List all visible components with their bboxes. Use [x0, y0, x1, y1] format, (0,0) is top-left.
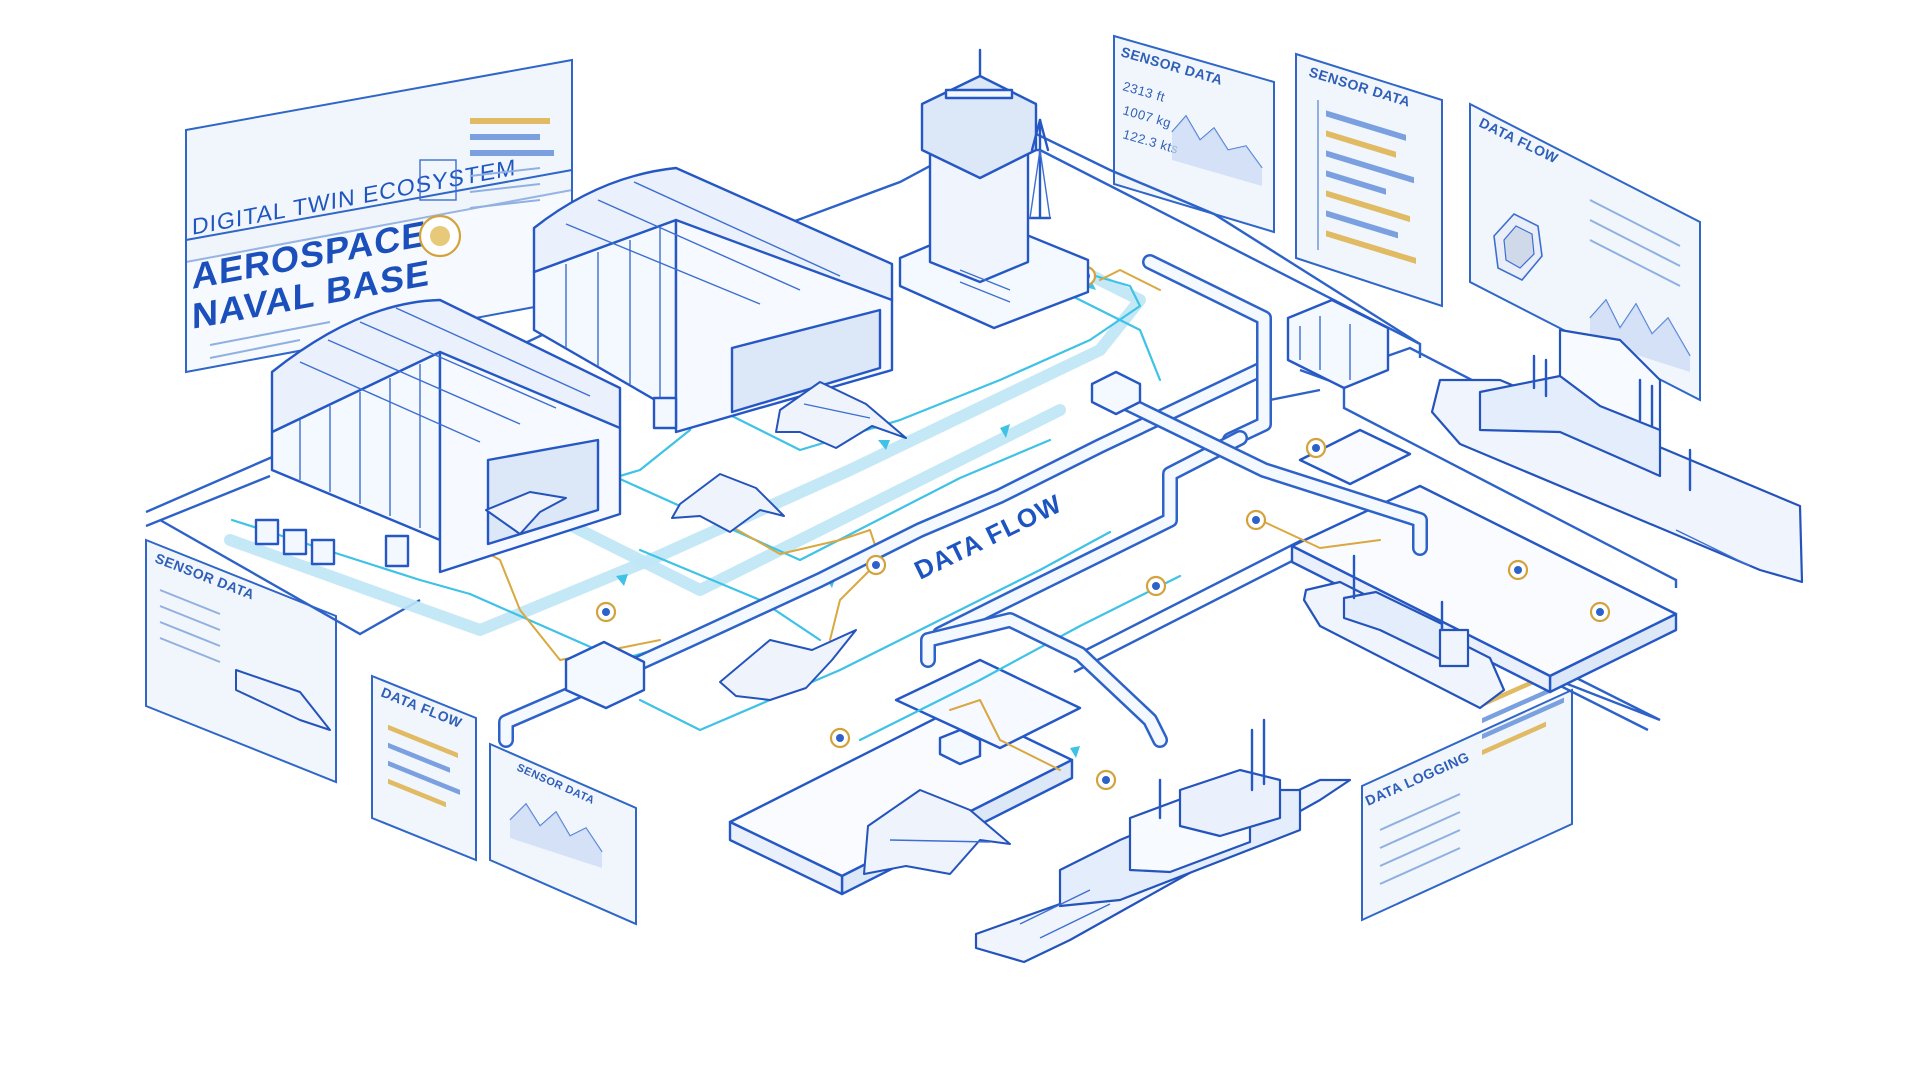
radar-tower-icon — [1030, 118, 1050, 152]
fighter-jet-icon — [671, 473, 785, 533]
fighter-jet-icon — [235, 669, 331, 731]
gold-flow-2 — [719, 519, 881, 641]
data-node-icon — [1145, 575, 1167, 597]
chip-icon — [419, 159, 457, 201]
jet-4 — [863, 789, 1011, 875]
junction-box-icon — [938, 728, 982, 766]
top-sensor-panel-1: SENSOR DATA 2313 ft 1007 kg 122.3 kts — [1113, 34, 1275, 234]
flow-arrow-icon — [1070, 746, 1080, 758]
warship-right — [1430, 328, 1804, 584]
flow-arrow-icon — [878, 440, 890, 450]
hangar-left — [254, 298, 622, 574]
sensor-bars — [1326, 110, 1416, 264]
gold-flow-3 — [949, 699, 1061, 771]
jet-2 — [671, 473, 785, 533]
hangar-right — [532, 166, 894, 434]
fighter-jet-icon — [863, 789, 1011, 875]
jet-3 — [719, 629, 857, 701]
data-node-icon — [1095, 769, 1117, 791]
left-sensor-panel: SENSOR DATA — [145, 538, 337, 784]
fighter-jet-icon — [775, 381, 907, 449]
data-node-icon — [1245, 509, 1267, 531]
pipe-network — [498, 254, 1428, 748]
fighter-jet-icon — [485, 491, 567, 535]
generator-units — [254, 518, 410, 568]
top-sensor-panel-2: SENSOR DATA — [1295, 52, 1443, 308]
flow-line-6 — [638, 530, 1112, 732]
cargo-ship — [1302, 554, 1506, 710]
control-tower — [898, 48, 1090, 330]
flow-arrow-icon — [616, 574, 628, 586]
junction-boxes — [564, 370, 1142, 766]
jet-1 — [775, 381, 907, 449]
junction-box-icon — [564, 640, 646, 710]
junction-box-icon — [1090, 370, 1142, 416]
flow-line-7 — [1058, 288, 1162, 382]
data-node-icon — [829, 727, 851, 749]
data-node-icon — [1305, 437, 1327, 459]
data-node-icon — [595, 601, 617, 623]
data-node-icon — [865, 554, 887, 576]
flow-line-8 — [858, 574, 1182, 742]
data-node-icon — [1589, 601, 1611, 623]
bottom-sensor-panel: SENSOR DATA — [489, 742, 637, 926]
title-panel-widgets — [209, 118, 554, 359]
left-data-flow-panel: DATA FLOW — [371, 674, 477, 862]
flow-line-4 — [698, 258, 1142, 452]
equipment-box — [1286, 298, 1390, 390]
data-node-icon — [1507, 559, 1529, 581]
gauge-core-icon — [430, 226, 450, 246]
gold-flow-5 — [1259, 519, 1381, 549]
fighter-jet-icon — [719, 629, 857, 701]
gold-flow-4 — [1099, 269, 1161, 291]
title-panel: DIGITAL TWIN ECOSYSTEM AEROSPACE NAVAL B… — [185, 58, 573, 374]
bottom-right-panel: DATA LOGGING — [1361, 666, 1573, 922]
warship-bottom — [974, 718, 1352, 964]
flow-arrow-icon — [1000, 424, 1010, 438]
